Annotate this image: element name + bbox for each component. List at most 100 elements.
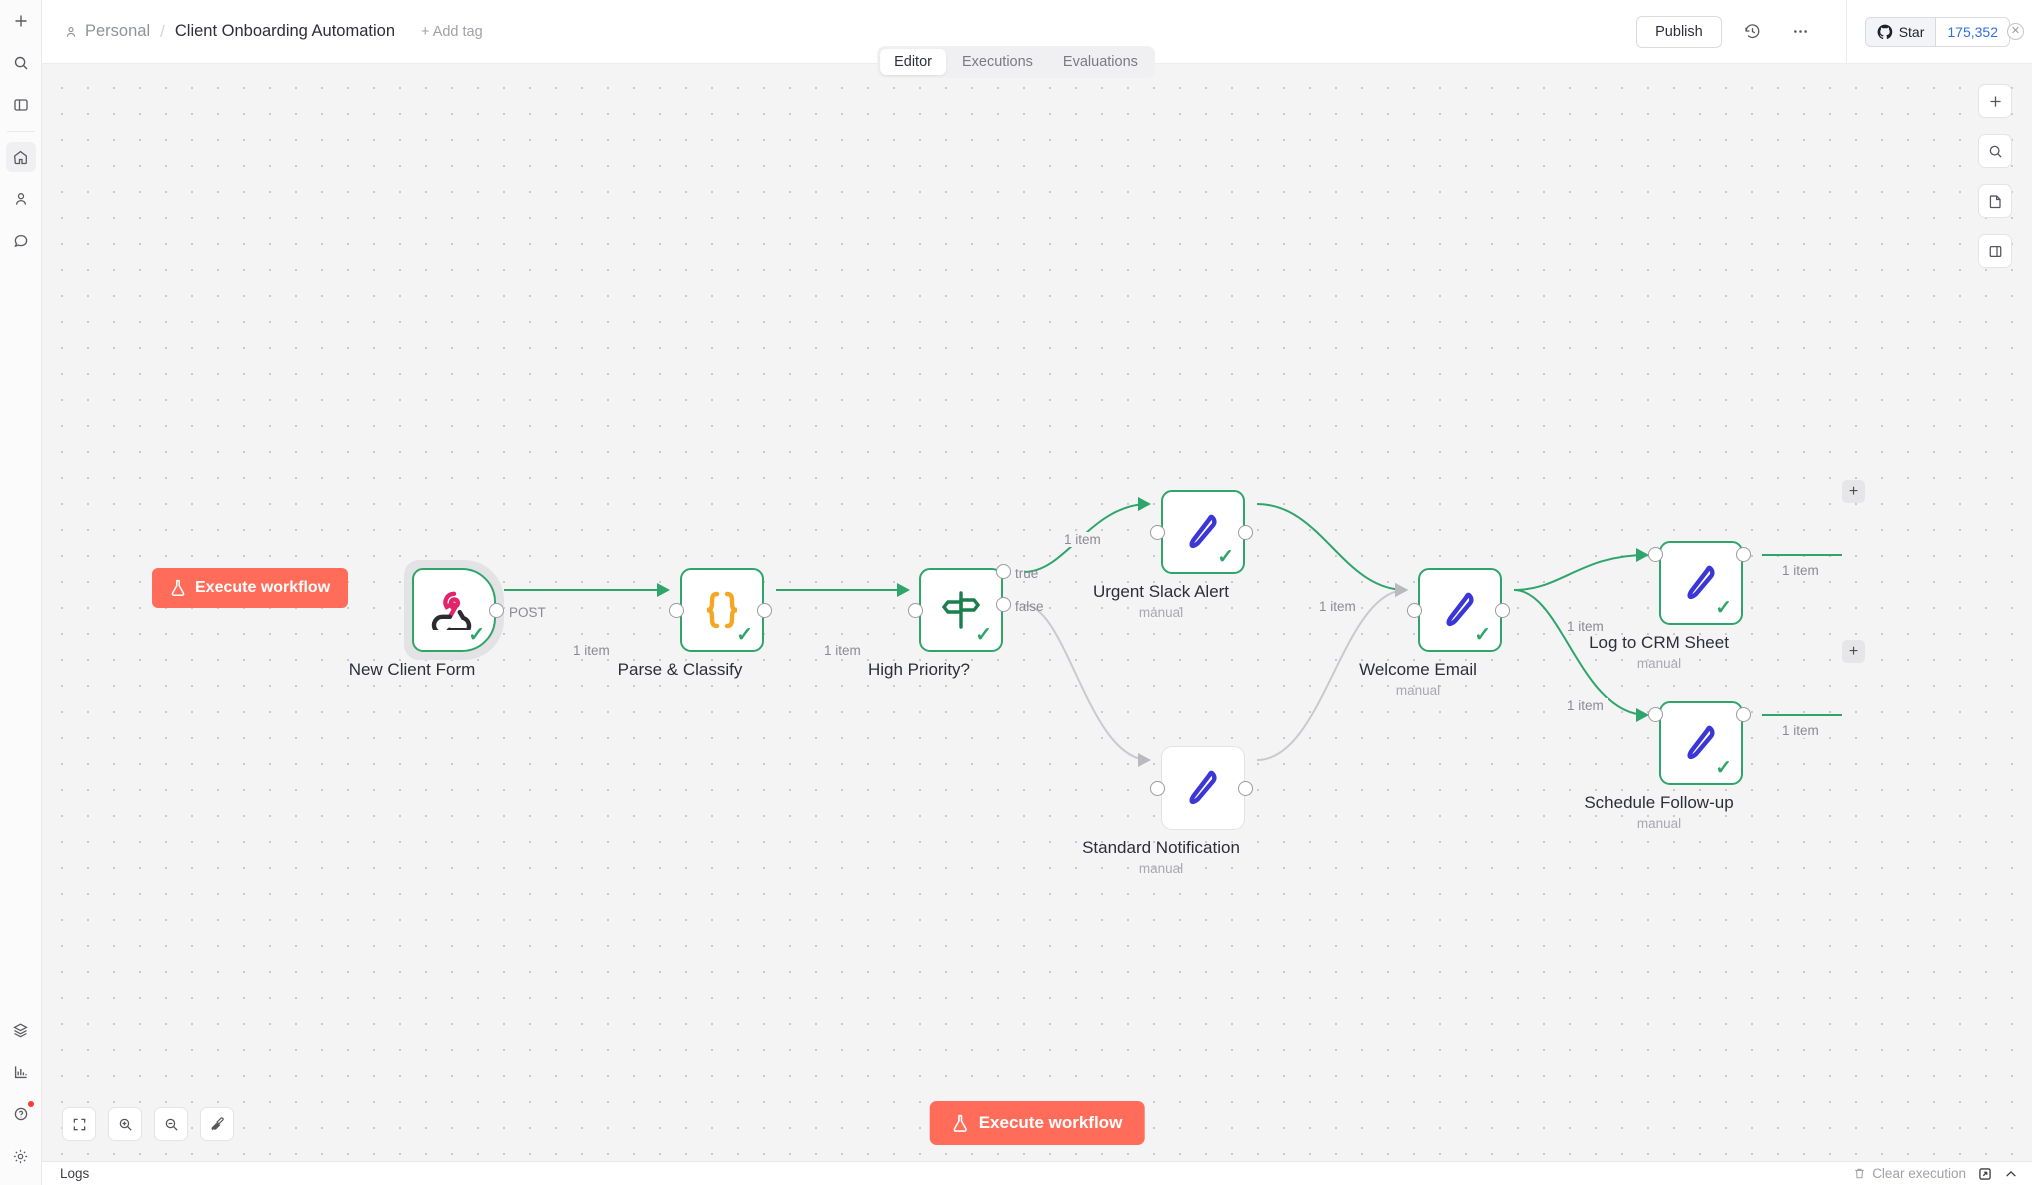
zoom-in-button[interactable] (108, 1107, 142, 1141)
zoom-to-fit-button[interactable] (62, 1107, 96, 1141)
node-box[interactable]: ✓ (919, 568, 1003, 652)
help-notification-dot (27, 1101, 34, 1107)
sidebar-toggle-panel-button[interactable] (6, 90, 36, 120)
sidebar-item-personal[interactable] (6, 184, 36, 214)
add-node-button[interactable] (1978, 84, 2012, 118)
github-star-badge[interactable]: Star 175,352 (1864, 16, 2010, 47)
zoom-out-button[interactable] (154, 1107, 188, 1141)
node-success-check-icon: ✓ (975, 624, 992, 646)
open-logs-popout-button[interactable] (1978, 1167, 1992, 1181)
more-options-button[interactable] (1784, 15, 1818, 49)
node-output-port[interactable] (1736, 707, 1751, 722)
edge-label-trigger-to-parse: 1 item (569, 643, 614, 658)
clear-execution-button[interactable]: Clear execution (1853, 1166, 1966, 1181)
node-input-port[interactable] (908, 603, 923, 618)
sidebar-item-chat[interactable] (6, 226, 36, 256)
plus-icon (15, 15, 26, 27)
add-node-after-followup-button[interactable]: + (1842, 640, 1865, 663)
logs-bar[interactable]: Logs Clear execution (42, 1161, 2032, 1185)
node-title: Urgent Slack Alert (1092, 582, 1230, 601)
node-box[interactable]: ✓ (1161, 490, 1245, 574)
search-nodes-button[interactable] (1978, 134, 2012, 168)
node-input-port[interactable] (1648, 707, 1663, 722)
node-input-port[interactable] (1150, 525, 1165, 540)
tab-executions[interactable]: Executions (961, 54, 1033, 70)
search-icon (14, 56, 27, 70)
popout-icon (1979, 1167, 1991, 1180)
node-success-check-icon: ✓ (736, 624, 753, 646)
sidebar-item-help[interactable] (6, 1099, 36, 1129)
add-sticky-note-button[interactable] (1978, 184, 2012, 218)
flask-icon (953, 1114, 967, 1132)
top-bar-right: Publish Star 175,352 ✕ (1636, 0, 2032, 64)
logs-title: Logs (60, 1166, 90, 1181)
edge-label-followup-out: 1 item (1778, 723, 1823, 738)
tab-editor[interactable]: Editor (880, 49, 946, 75)
connections-layer (504, 497, 1842, 767)
toggle-side-panel-button[interactable] (1978, 234, 2012, 268)
search-icon (1989, 145, 2002, 158)
node-input-port[interactable] (1150, 781, 1165, 796)
node-output-port[interactable] (489, 603, 504, 618)
sidebar-add-button[interactable] (6, 6, 36, 36)
add-node-after-crm-button[interactable]: + (1842, 480, 1865, 503)
node-box[interactable]: ✓ (680, 568, 764, 652)
pen-icon (1189, 514, 1217, 549)
breadcrumb-project-label: Personal (85, 22, 151, 40)
edge-label-crm-out: 1 item (1778, 563, 1823, 578)
sidebar-item-insights[interactable] (6, 1057, 36, 1087)
node-success-check-icon: ✓ (468, 624, 485, 646)
node-box[interactable]: ✓ (1659, 541, 1743, 625)
execution-history-button[interactable] (1736, 15, 1770, 49)
sidebar-search-button[interactable] (6, 48, 36, 78)
trash-icon (1855, 1168, 1864, 1179)
tidy-up-button[interactable] (200, 1107, 234, 1141)
publish-button[interactable]: Publish (1636, 15, 1722, 48)
close-icon[interactable]: ✕ (2007, 22, 2024, 40)
person-icon (66, 26, 76, 37)
edge-label-slack-to-email: 1 item (1315, 599, 1360, 614)
edge-label-if-true-items: 1 item (1060, 532, 1105, 547)
node-title: High Priority? (867, 660, 971, 679)
node-output-port[interactable] (1736, 547, 1751, 562)
node-input-port[interactable] (1407, 603, 1422, 618)
sidebar-item-overview[interactable] (5, 142, 36, 172)
github-star-count[interactable]: 175,352 (1935, 17, 2009, 46)
node-output-port-false[interactable] (996, 597, 1011, 612)
node-output-port[interactable] (1238, 781, 1253, 796)
collapse-logs-button[interactable] (2004, 1167, 2018, 1181)
breadcrumb: Personal / Client Onboarding Automation … (64, 22, 483, 42)
sidebar-item-templates[interactable] (6, 1015, 36, 1045)
sidebar-item-settings[interactable] (6, 1141, 36, 1171)
node-box[interactable]: ✓ (412, 568, 496, 652)
node-output-port[interactable] (1495, 603, 1510, 618)
execute-workflow-button-canvas[interactable]: Execute workflow (152, 568, 349, 608)
node-box[interactable]: ✓ (1418, 568, 1502, 652)
chat-icon (13, 234, 27, 248)
node-title: New Client Form (348, 660, 476, 679)
workflow-tabs: Editor Executions Evaluations (877, 46, 1155, 78)
node-input-port[interactable] (1648, 547, 1663, 562)
node-input-port[interactable] (669, 603, 684, 618)
node-output-port[interactable] (1238, 525, 1253, 540)
node-output-port[interactable] (757, 603, 772, 618)
breadcrumb-project[interactable]: Personal (64, 22, 150, 41)
canvas-right-toolbar (1978, 84, 2012, 268)
node-subtitle: manual (1138, 861, 1184, 876)
panel-icon (1989, 245, 2001, 257)
github-star-button[interactable]: Star (1865, 17, 1936, 46)
node-box[interactable] (1161, 746, 1245, 830)
add-tag-button[interactable]: + Add tag (421, 23, 483, 40)
node-box[interactable]: ✓ (1659, 701, 1743, 785)
tab-evaluations[interactable]: Evaluations (1062, 54, 1138, 70)
panel-left-icon (13, 99, 28, 111)
execute-workflow-label: Execute workflow (978, 1113, 1123, 1132)
node-subtitle: manual (1636, 656, 1682, 671)
workflow-canvas[interactable]: Execute workflow ✓ POST New Client Form … (42, 64, 2032, 1161)
page-title[interactable]: Client Onboarding Automation (174, 22, 395, 40)
node-output-port-true[interactable] (996, 564, 1011, 579)
execute-workflow-button-bottom[interactable]: Execute workflow (929, 1101, 1145, 1145)
gear-icon (13, 1149, 28, 1163)
node-success-check-icon: ✓ (1715, 597, 1732, 619)
